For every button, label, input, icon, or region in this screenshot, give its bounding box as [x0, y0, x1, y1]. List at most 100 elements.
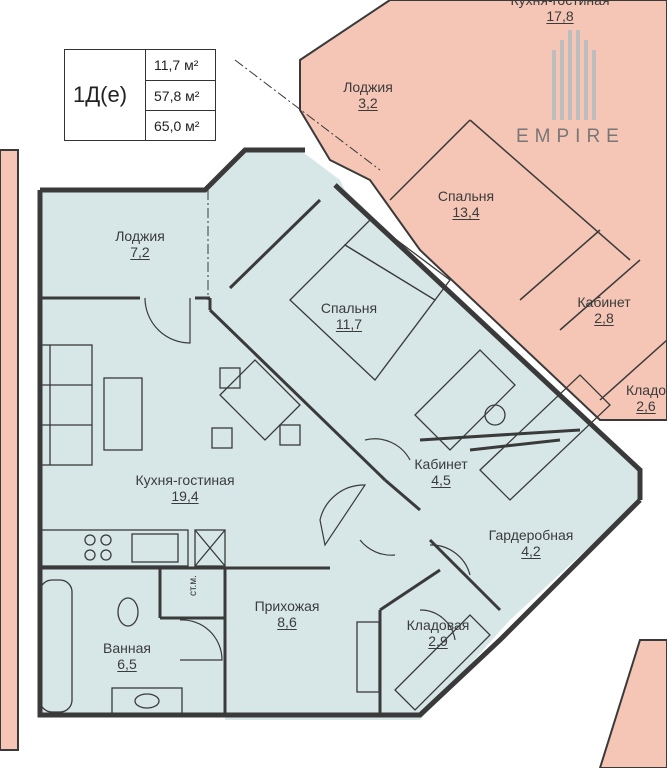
- logo-bar: [576, 30, 580, 120]
- wall-north: [40, 147, 305, 193]
- room-loggia: Лоджия 7,2: [115, 228, 165, 260]
- stove-burner: [84, 549, 96, 561]
- coffee-table: [103, 377, 143, 451]
- room-name: Прихожая: [254, 598, 320, 614]
- fridge: [194, 529, 226, 567]
- room-area: 2,8: [594, 310, 614, 326]
- door-hall: [359, 539, 396, 556]
- room-name: Спальня: [437, 188, 495, 204]
- apartment-code: 1Д(е): [73, 82, 128, 107]
- room-name: Лоджия: [115, 228, 165, 244]
- toilet: [117, 597, 139, 627]
- office-chair: [484, 404, 506, 426]
- neighbor-room-kitchen-living: Кухня-гостиная 17,8: [510, 0, 609, 24]
- room-area: 4,2: [521, 543, 541, 559]
- room-area: 13,4: [452, 204, 480, 220]
- room-office: Кабинет 4,5: [414, 456, 467, 488]
- door-kitchen: [319, 484, 367, 547]
- room-name: Кладо: [625, 382, 667, 398]
- neighbor-apartment-west: [0, 149, 19, 751]
- room-wardrobe: Гардеробная 4,2: [489, 527, 574, 559]
- neighbor-wall: [559, 259, 641, 331]
- door-wardrobe: [429, 544, 471, 576]
- neighbor-room-office: Кабинет 2,8: [577, 294, 630, 326]
- brand-wordmark: EMPIRE: [516, 126, 625, 147]
- neighbor-apartment-southeast: [598, 639, 667, 768]
- total-area: 65,0 м²: [146, 110, 216, 140]
- wall-office-desk: [469, 438, 561, 452]
- storage-shelves: [394, 614, 491, 711]
- logo-bar: [592, 50, 596, 120]
- chair: [211, 427, 233, 449]
- axis-line: [234, 59, 381, 171]
- logo-bar: [552, 50, 556, 120]
- room-area: 7,2: [130, 244, 150, 260]
- neighbor-room-bedroom: Спальня 13,4: [438, 188, 494, 220]
- neighbor-wall: [519, 229, 601, 301]
- logo-bar: [568, 30, 572, 120]
- wall-office-wardrobe: [419, 428, 581, 442]
- washbasin: [134, 693, 160, 709]
- wall-wardrobe-storage: [428, 538, 502, 612]
- door-office: [364, 438, 411, 461]
- brand-logo-mark: [552, 30, 596, 120]
- room-name: Лоджия: [343, 79, 393, 95]
- neighbor-apartment-east: [299, 0, 667, 421]
- wall-hall-storage: [379, 568, 441, 612]
- room-area: 17,8: [546, 8, 574, 24]
- neighbor-room-walls: [389, 119, 667, 401]
- desk: [414, 349, 516, 451]
- room-name: Кладовая: [406, 617, 470, 633]
- total-area-without-loggia: 57,8 м²: [146, 80, 216, 110]
- logo-bar: [584, 40, 588, 120]
- room-name: Кабинет: [414, 456, 468, 472]
- room-area: 6,5: [117, 656, 137, 672]
- sofa: [39, 344, 93, 466]
- bed-head: [343, 219, 451, 301]
- neighbor-wall: [389, 119, 471, 201]
- wall-northeast: [333, 183, 643, 500]
- room-area: 19,4: [171, 488, 199, 504]
- room-name: Гардеробная: [488, 527, 574, 543]
- room-area: 2,6: [636, 398, 656, 414]
- outer-walls: [37, 147, 643, 718]
- hall-shoe-cabinet: [356, 621, 380, 693]
- wall-loggia-bedroom: [228, 198, 322, 290]
- interior-walls: [40, 198, 581, 715]
- room-kitchen-living: Кухня-гостиная 19,4: [135, 472, 234, 504]
- stove-burner: [84, 534, 96, 546]
- room-name: Кабинет: [577, 294, 631, 310]
- room-area: 11,7: [335, 316, 363, 332]
- wall-southeast: [380, 498, 642, 718]
- axis-lines: [207, 59, 381, 300]
- neighbor-room-loggia: Лоджия 3,2: [343, 79, 393, 111]
- room-hallway: Прихожая 8,6: [255, 598, 320, 630]
- room-name: Спальня: [320, 300, 378, 316]
- room-area: 8,6: [277, 614, 297, 630]
- kitchen-counter: [39, 529, 189, 567]
- dining-table: [219, 359, 301, 441]
- furniture: [39, 219, 611, 715]
- neighbor-wall: [469, 119, 631, 261]
- room-storage: Кладовая 2,9: [407, 617, 470, 649]
- living-area: 11,7 м²: [154, 57, 199, 73]
- door-storage: [419, 609, 456, 641]
- door-bath: [179, 619, 223, 661]
- sink: [131, 533, 179, 563]
- room-area: 2,9: [428, 633, 448, 649]
- wall-kitchen-bedroom: [208, 308, 387, 482]
- apartment-area-list: 11,7 м² 57,8 м² 65,0 м²: [145, 50, 216, 140]
- stove-burner: [100, 534, 112, 546]
- riser-label: ст.м.: [188, 575, 199, 596]
- door-loggia: [144, 297, 191, 344]
- room-bedroom: Спальня 11,7: [321, 300, 377, 332]
- stove-burner: [100, 549, 112, 561]
- bathtub: [39, 579, 73, 713]
- apartment-badge: 1Д(е) 11,7 м² 57,8 м² 65,0 м²: [64, 49, 216, 141]
- chair: [219, 367, 241, 389]
- room-name: Кухня-гостиная: [510, 0, 610, 8]
- washbasin: [111, 687, 183, 715]
